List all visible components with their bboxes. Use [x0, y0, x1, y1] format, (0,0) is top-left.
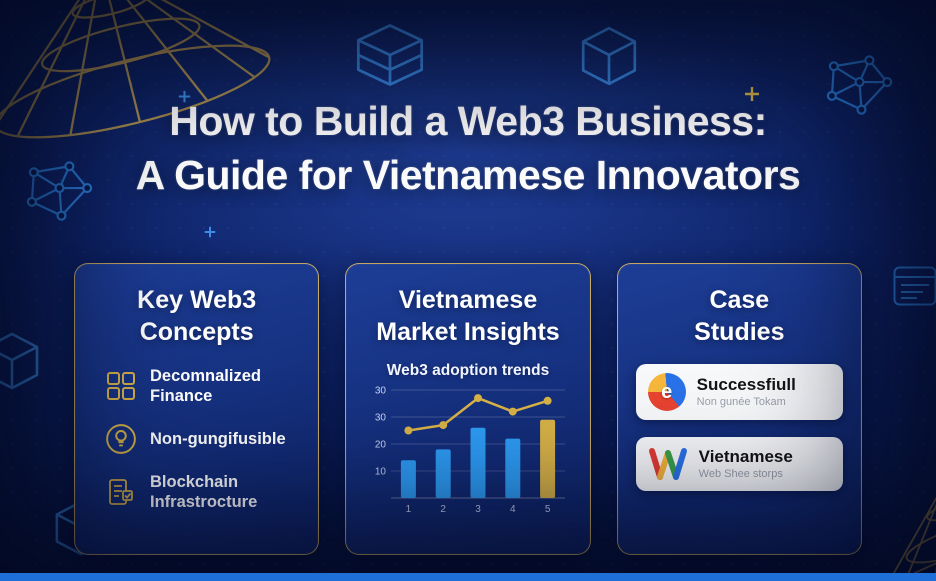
concept-label: Blockchain Infrastrocture: [150, 472, 257, 512]
grid-squares-icon: [105, 370, 137, 402]
wireframe-cube-icon: [0, 330, 42, 392]
card-vietnamese-market-insights: Vietnamese Market Insights Web3 adoption…: [345, 263, 591, 555]
concepts-card-title: Key Web3 Concepts: [137, 284, 256, 348]
plus-icon: [744, 86, 760, 102]
concept-label: Non-gungifusible: [150, 429, 286, 449]
case-text: Vietnamese Web Shee storps: [699, 447, 793, 481]
title-line-2: A Guide for Vietnamese Innovators: [135, 152, 801, 198]
adoption-trends-chart: 30 30 20 10 1 2 3 4 5: [365, 384, 571, 521]
browser-window-icon: [893, 266, 936, 306]
page-title: How to Build a Web3 Business: A Guide fo…: [0, 94, 936, 202]
network-graph-icon: [822, 52, 897, 118]
logo-letter: e: [661, 381, 673, 403]
concept-label-line-1: Decomnalized: [150, 367, 261, 385]
concepts-title-line-2: Concepts: [139, 318, 254, 346]
market-card-title: Vietnamese Market Insights: [376, 284, 559, 348]
title-line-1: How to Build a Web3 Business:: [169, 98, 767, 144]
conical-hat-icon: [834, 436, 936, 581]
multicolor-w-logo: [648, 446, 688, 482]
svg-text:10: 10: [375, 467, 387, 478]
card-case-studies: Case Studies e Successfiull Non gunée To…: [616, 263, 862, 555]
case-name: Vietnamese: [698, 447, 793, 466]
case-entry-successful-token: e Successfiull Non gunée Tokam: [635, 364, 843, 420]
plus-icon: [178, 90, 191, 103]
list-item-decentralized-finance: Decomnalized Finance: [105, 366, 302, 406]
case-text: Successfiull Non gunée Tokam: [697, 375, 796, 409]
svg-text:20: 20: [375, 440, 387, 451]
concept-label: Decomnalized Finance: [150, 366, 261, 406]
case-list: e Successfiull Non gunée Tokam: [634, 364, 845, 491]
concept-label-line-1: Non-gungifusible: [150, 430, 286, 448]
market-title-line-1: Vietnamese: [398, 286, 538, 314]
concepts-title-line-1: Key Web3: [137, 286, 257, 314]
case-entry-vietnamese-web: Vietnamese Web Shee storps: [635, 437, 843, 491]
svg-text:2: 2: [440, 504, 446, 515]
list-item-non-fungible: Non-gungifusible: [105, 423, 302, 455]
svg-text:3: 3: [475, 504, 481, 515]
lightbulb-icon: [105, 423, 137, 455]
card-key-web3-concepts: Key Web3 Concepts Decomnalized Finance: [74, 263, 320, 555]
case-subtitle: Non gunée Tokam: [696, 396, 786, 408]
svg-text:30: 30: [375, 413, 387, 424]
cases-title-line-1: Case: [709, 286, 770, 314]
case-name: Successfiull: [696, 375, 796, 394]
stacked-cubes-icon: [352, 22, 428, 88]
conical-hat-icon: [0, 0, 287, 166]
plus-icon: [204, 226, 216, 238]
market-title-line-2: Market Insights: [376, 318, 560, 346]
chart-plot-area: 30 30 20 10 1 2 3 4 5: [375, 386, 565, 515]
cards-row: Key Web3 Concepts Decomnalized Finance: [74, 263, 862, 555]
concept-label-line-1: Blockchain: [150, 473, 239, 491]
cases-title-line-2: Studies: [694, 318, 785, 346]
concept-label-line-2: Infrastrocture: [150, 493, 258, 511]
network-graph-icon: [22, 158, 97, 224]
svg-text:5: 5: [545, 504, 551, 515]
case-subtitle: Web Shee storps: [698, 468, 783, 480]
svg-text:4: 4: [510, 504, 516, 515]
wireframe-cube-icon: [578, 24, 640, 88]
svg-text:30: 30: [375, 386, 387, 397]
list-item-blockchain-infrastructure: Blockchain Infrastrocture: [105, 472, 302, 512]
concept-list: Decomnalized Finance Non-gungifusible: [91, 366, 302, 512]
document-check-icon: [105, 476, 137, 508]
swirl-globe-logo: e: [647, 373, 686, 411]
svg-text:1: 1: [406, 504, 412, 515]
bottom-accent-bar: [0, 573, 936, 581]
cases-card-title: Case Studies: [694, 284, 784, 348]
chart-title: Web3 adoption trends: [386, 362, 550, 379]
concept-label-line-2: Finance: [150, 387, 213, 405]
